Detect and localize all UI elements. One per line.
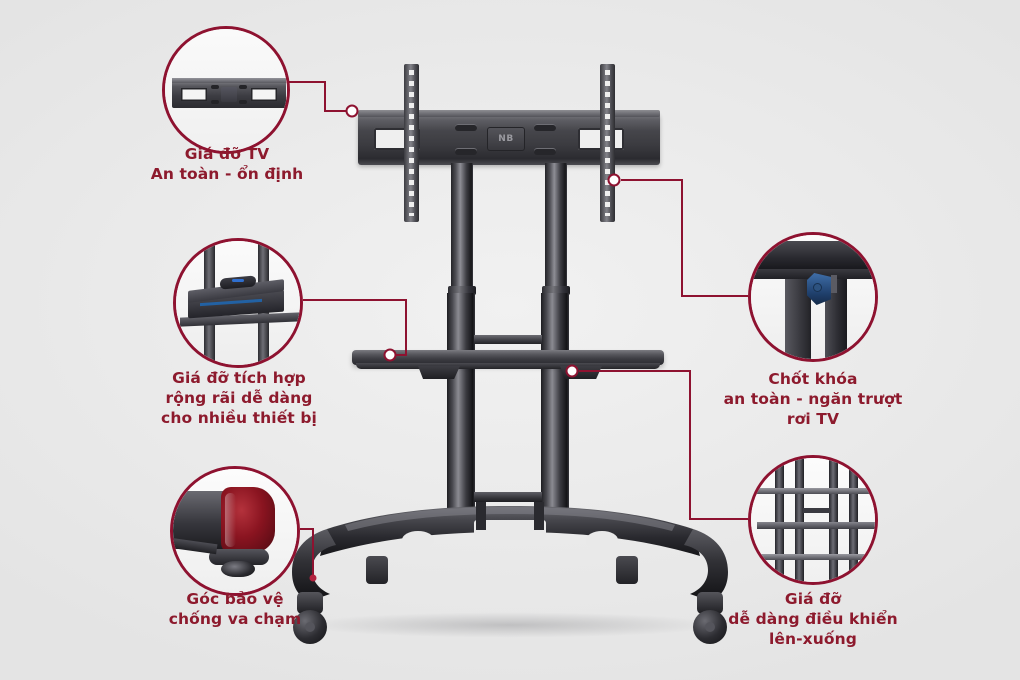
tv-wall-bracket-icon — [165, 29, 287, 151]
callout-tv-bracket-bubble — [162, 26, 290, 154]
telescopic-column-right-lower — [541, 293, 569, 523]
caster-wheel-rear-left — [366, 556, 388, 584]
caster-fork-left — [297, 592, 323, 614]
red-corner-bumper-icon — [173, 469, 297, 593]
bracket-slot-c — [534, 124, 556, 131]
caster-wheel-front-left — [293, 592, 327, 644]
column-lower-brace — [474, 492, 542, 502]
av-shelf-bracket-right — [560, 366, 602, 379]
brand-plate: NB — [487, 127, 525, 151]
callout-corner-guard-caption: Góc bảo vệ chống va chạm — [168, 590, 302, 628]
bracket-slot-d — [534, 148, 556, 155]
callout-height-adjust-caption: Giá đỡ dễ dàng điều khiển lên-xuống — [728, 590, 898, 648]
brand-logo: NB — [498, 134, 514, 144]
callout-integrated-shelf-caption: Giá đỡ tích hợp rộng rãi dễ dàng cho nhi… — [161, 369, 317, 427]
callout-safety-latch-caption: Chốt khóa an toàn - ngăn trượt rơi TV — [723, 370, 903, 428]
caster-fork-right — [697, 592, 723, 614]
telescopic-column-right-upper — [545, 163, 567, 289]
av-shelf-front-edge — [356, 363, 660, 369]
av-shelf-bracket-left — [418, 366, 460, 379]
crossbar-top-lip — [358, 110, 660, 117]
callout-tv-bracket-caption: Giá đỡ TV An toàn - ổn định — [150, 145, 304, 183]
caster-hub-right — [705, 622, 715, 632]
callout-height-adjust-bubble — [748, 455, 878, 585]
callout-safety-latch-bubble — [748, 232, 878, 362]
bracket-slot-b — [455, 148, 477, 155]
vesa-rail-left-holes — [409, 70, 414, 216]
bracket-slot-a — [455, 124, 477, 131]
console-on-shelf-icon — [176, 241, 300, 365]
caster-wheel-front-right — [693, 592, 727, 644]
caster-wheel-rear-right — [616, 556, 638, 584]
height-positions-icon — [751, 458, 875, 582]
column-right-collar — [542, 286, 570, 295]
caster-hub-left — [305, 622, 315, 632]
floor-shadow — [300, 612, 720, 638]
telescopic-column-left-lower — [447, 293, 475, 523]
callout-integrated-shelf-bubble — [173, 238, 303, 368]
telescopic-column-left-upper — [451, 163, 473, 289]
column-cross-brace — [474, 335, 542, 344]
column-left-collar — [448, 286, 476, 295]
av-shelf — [352, 350, 664, 365]
blue-lock-pin-icon — [751, 235, 875, 359]
vesa-rail-right-holes — [605, 70, 610, 216]
callout-corner-guard-bubble — [170, 466, 300, 596]
